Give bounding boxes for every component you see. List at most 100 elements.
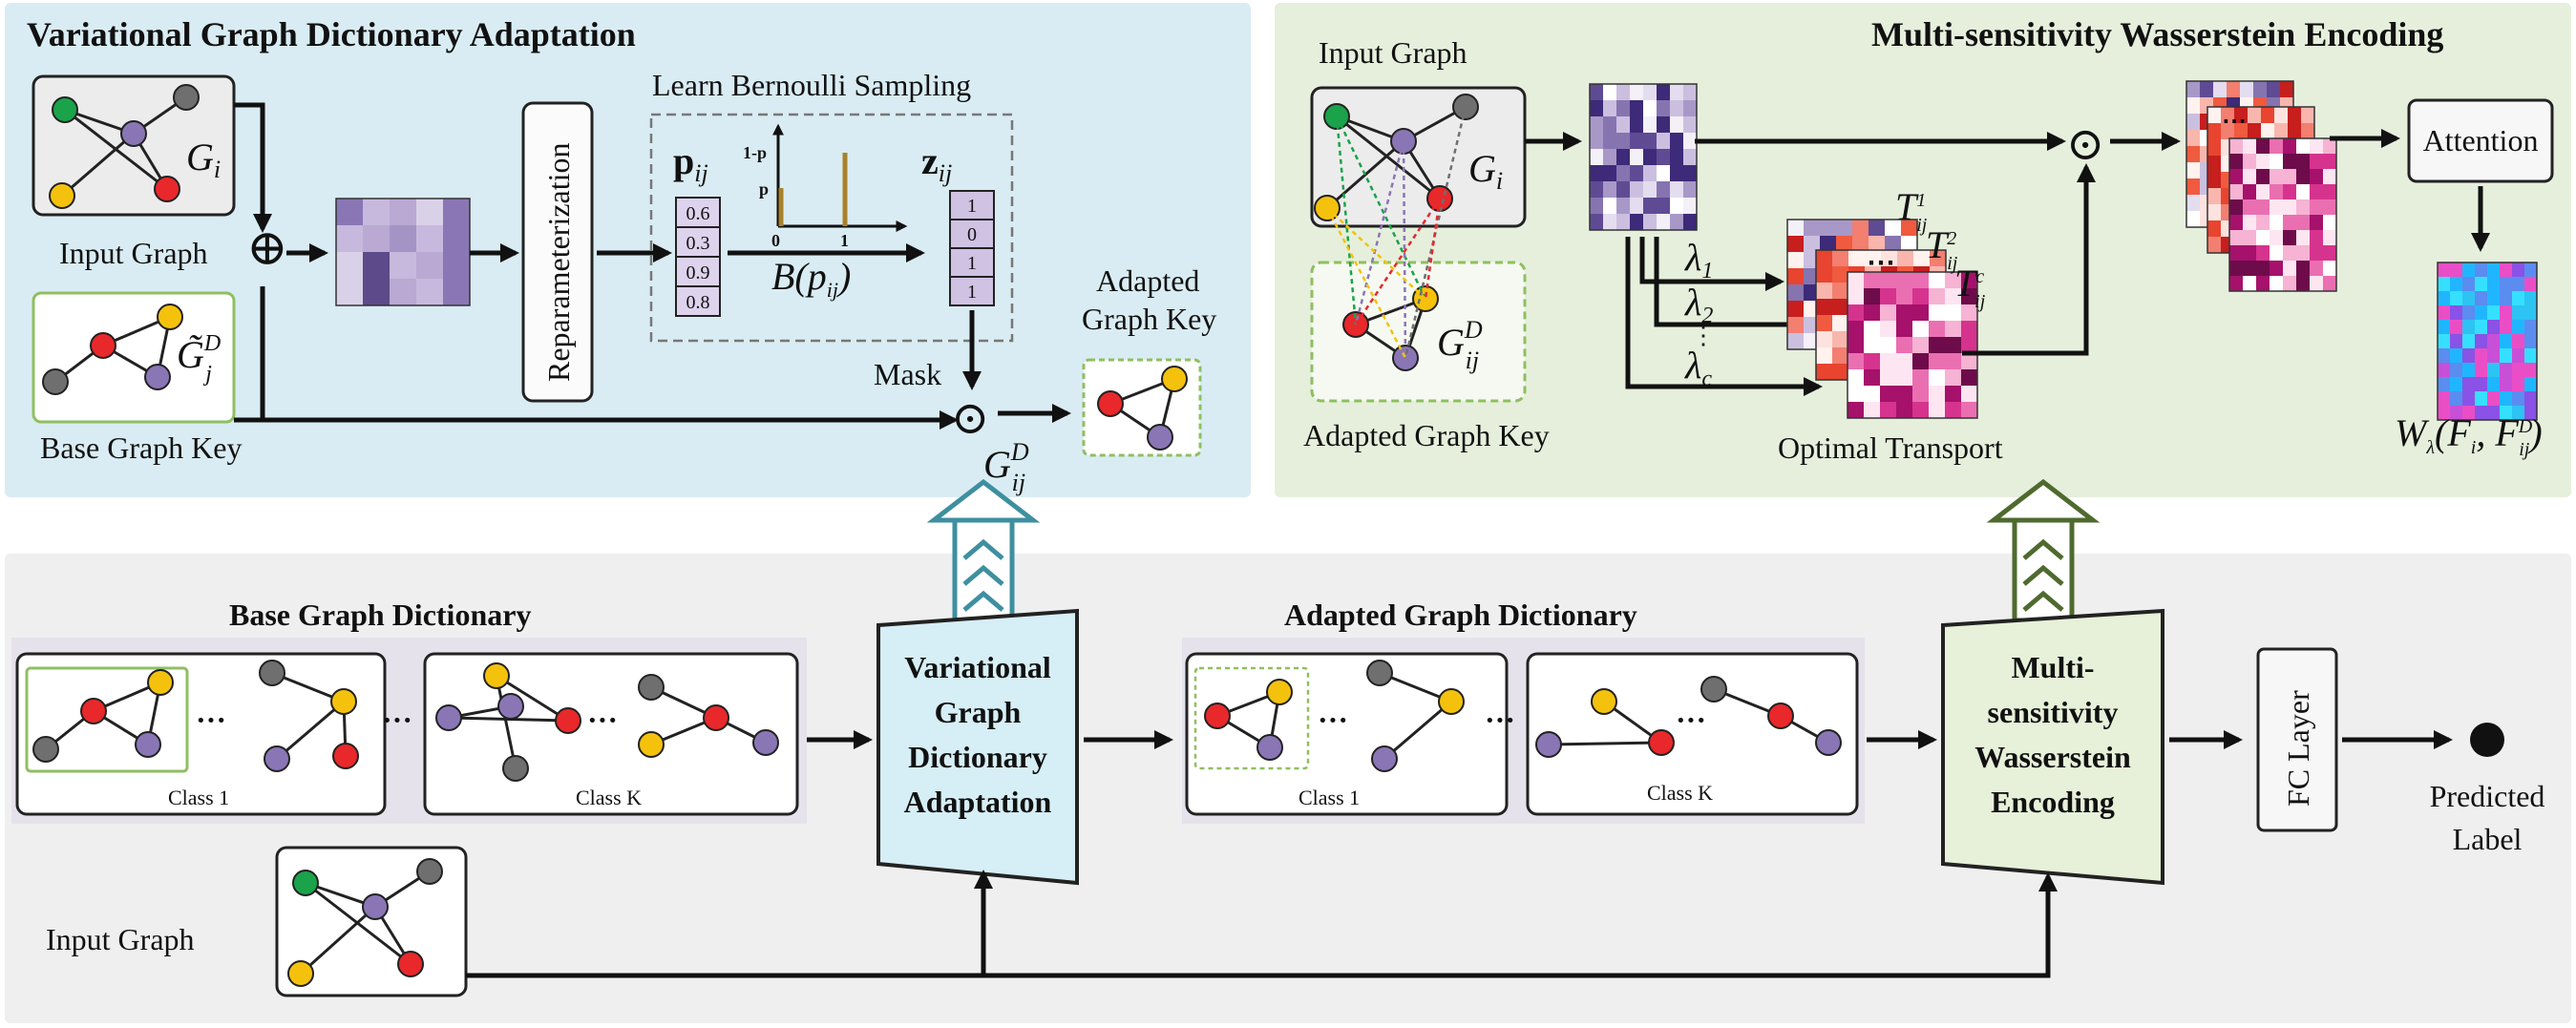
matrix-cell <box>390 225 416 252</box>
transport-dots: ⋯ <box>1867 247 1895 279</box>
transport-cell-c <box>1864 288 1880 304</box>
feature-cell <box>1683 116 1697 133</box>
adjacency-matrix <box>335 198 471 306</box>
output-cell <box>2462 348 2475 363</box>
output-cell <box>2487 377 2500 391</box>
transport-cell-1 <box>1852 236 1869 252</box>
attention-label: Attention <box>2423 123 2539 157</box>
output-cell <box>2524 363 2537 377</box>
weighted-cell-c <box>2270 199 2283 215</box>
weighted-cell-c <box>2310 215 2323 230</box>
pipeline-input-graph <box>275 846 468 997</box>
feature-cell <box>1683 149 1697 165</box>
transport-cell-c <box>1945 369 1961 386</box>
transport-cell-c <box>1945 337 1961 353</box>
feature-cell <box>1603 100 1616 116</box>
feature-cell <box>1643 116 1657 133</box>
output-cell <box>2524 391 2537 406</box>
weighted-cell-2 <box>2261 107 2274 123</box>
mask-label: Mask <box>874 357 941 391</box>
transport-cell-c <box>1864 386 1880 402</box>
feature-cell <box>1670 133 1683 149</box>
matrix-cell <box>416 225 443 252</box>
feature-cell <box>1643 198 1657 214</box>
output-cell <box>2438 377 2450 391</box>
weighted-cell-c <box>2283 154 2296 169</box>
weighted-cell-c <box>2296 138 2310 154</box>
weighted-cell-c <box>2243 199 2256 215</box>
svg-text:Dictionary: Dictionary <box>908 740 1047 774</box>
output-cell <box>2500 291 2512 305</box>
weighted-cell-1 <box>2186 178 2200 195</box>
weighted-cell-c <box>2323 199 2336 215</box>
weighted-cell-1 <box>2186 195 2200 211</box>
svg-text:Class K: Class K <box>1647 781 1713 805</box>
transport-cell-c <box>1912 272 1929 288</box>
transport-cell-c-frame <box>1847 271 1978 419</box>
transport-cell-1 <box>1901 220 1917 236</box>
weighted-cell-c <box>2296 245 2310 261</box>
z-value: 1 <box>967 253 977 274</box>
output-cell <box>2524 406 2537 420</box>
fc-layer-block <box>2256 647 2338 832</box>
output-cell <box>2512 391 2524 406</box>
transport-cell-c <box>1880 321 1896 337</box>
transport-cell-c <box>1929 321 1945 337</box>
svg-text:Graph: Graph <box>935 695 1022 729</box>
output-cell <box>2512 363 2524 377</box>
feature-cell <box>1590 198 1603 214</box>
output-cell <box>2462 377 2475 391</box>
transport-cell-2 <box>1832 283 1848 299</box>
transport-cell-c <box>1945 321 1961 337</box>
svg-text:p: p <box>759 179 769 199</box>
transport-cell-c <box>1929 402 1945 418</box>
transport-cell-1 <box>1885 220 1901 236</box>
svg-text:···: ··· <box>196 703 226 737</box>
transport-cell-2 <box>1930 250 1946 266</box>
feature-cell <box>1657 214 1670 230</box>
oplus-symbol: ⊕ <box>246 221 288 276</box>
output-cell <box>2487 391 2500 406</box>
transport-cell-2 <box>1816 283 1832 299</box>
weighted-cell-c <box>2310 230 2323 245</box>
transport-cell-c <box>1864 337 1880 353</box>
weighted-cell-1 <box>2253 81 2267 97</box>
p-value: 0.9 <box>686 262 710 283</box>
transport-plans <box>1786 219 1978 419</box>
p-cell <box>675 226 721 258</box>
output-cell <box>2487 348 2500 363</box>
transport-cell-1 <box>1787 333 1804 349</box>
transport-cell-c <box>1864 272 1880 288</box>
p-value: 0.3 <box>686 233 710 254</box>
weighted-cell-c <box>2243 215 2256 230</box>
weighted-cell-1 <box>2186 81 2200 97</box>
transport-cell-c <box>1896 337 1912 353</box>
feature-cell <box>1670 165 1683 181</box>
output-cell-frame <box>2437 262 2538 421</box>
feature-cell <box>1630 214 1643 230</box>
weighted-cell-c <box>2256 245 2270 261</box>
weighted-cell-c <box>2283 230 2296 245</box>
weighted-cell-c <box>2323 169 2336 184</box>
matrix-cell <box>443 225 470 252</box>
output-cell <box>2512 277 2524 291</box>
output-cell <box>2462 363 2475 377</box>
feature-cell <box>1683 214 1697 230</box>
vgda-input-graph-label: Input Graph <box>59 236 208 270</box>
bernoulli-label: B(pij) <box>771 255 851 302</box>
transport-cell-1 <box>1852 220 1869 236</box>
output-cell <box>2524 291 2537 305</box>
svg-text:Variational: Variational <box>904 650 1051 684</box>
predicted-label-node <box>2470 723 2504 757</box>
feature-cell <box>1670 198 1683 214</box>
weighted-cell-c <box>2323 215 2336 230</box>
transport-cell-c <box>1896 288 1912 304</box>
weighted-cell-c <box>2310 184 2323 199</box>
transport-cell-c <box>1912 288 1929 304</box>
weighted-cell-c <box>2310 169 2323 184</box>
output-cell <box>2450 320 2462 334</box>
transport-cell-2 <box>1816 299 1832 315</box>
output-cell <box>2450 334 2462 348</box>
feature-cell <box>1603 116 1616 133</box>
